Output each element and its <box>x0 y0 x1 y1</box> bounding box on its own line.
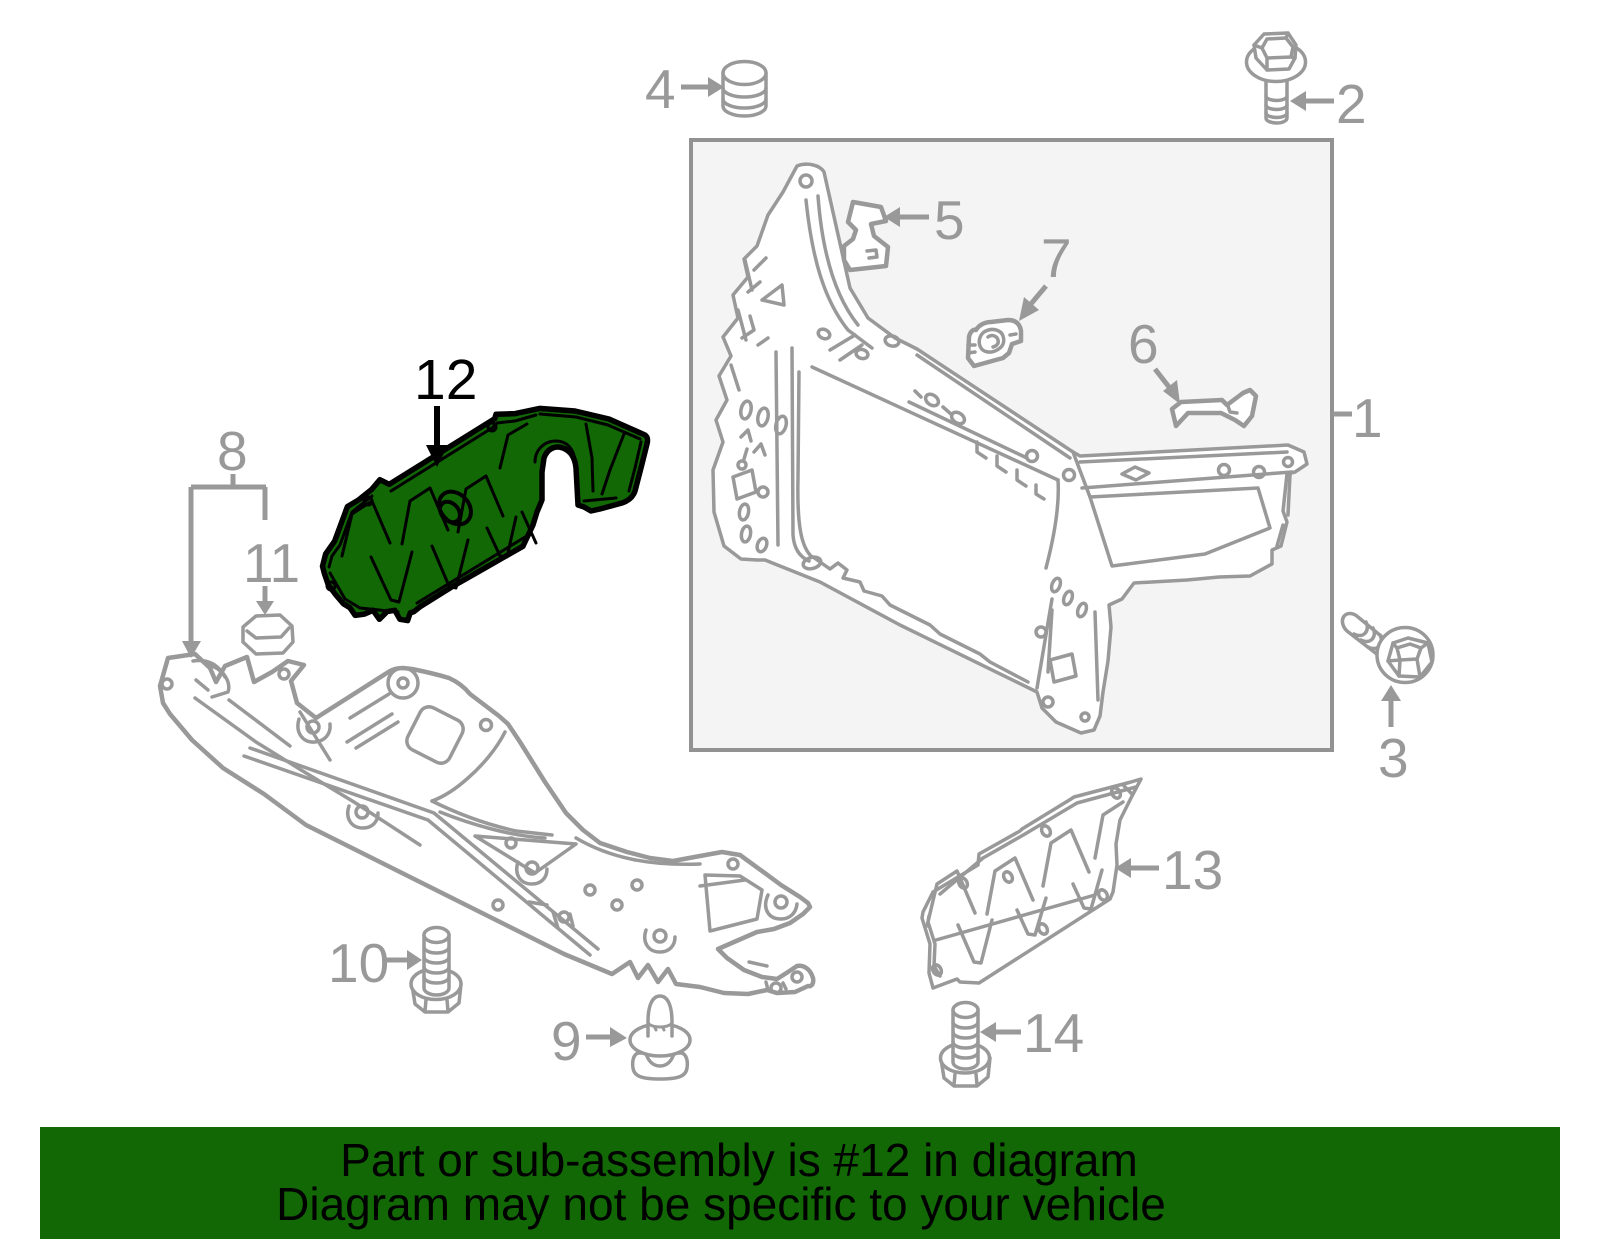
svg-text:4: 4 <box>645 58 676 120</box>
svg-text:12: 12 <box>414 348 477 412</box>
svg-text:3: 3 <box>1378 727 1409 789</box>
svg-text:Part or sub-assembly is #12 in: Part or sub-assembly is #12 in diagram <box>340 1134 1138 1186</box>
svg-text:14: 14 <box>1023 1002 1084 1064</box>
svg-text:6: 6 <box>1128 313 1159 375</box>
svg-text:10: 10 <box>328 932 389 994</box>
svg-text:13: 13 <box>1162 839 1223 901</box>
svg-text:5: 5 <box>934 189 965 251</box>
svg-text:9: 9 <box>551 1010 582 1072</box>
svg-text:1: 1 <box>1352 387 1383 449</box>
svg-text:8: 8 <box>217 420 248 482</box>
svg-text:11: 11 <box>243 532 300 594</box>
svg-text:Diagram may not be specific to: Diagram may not be specific to your vehi… <box>276 1178 1166 1230</box>
svg-text:7: 7 <box>1041 227 1072 289</box>
svg-text:2: 2 <box>1336 73 1367 135</box>
